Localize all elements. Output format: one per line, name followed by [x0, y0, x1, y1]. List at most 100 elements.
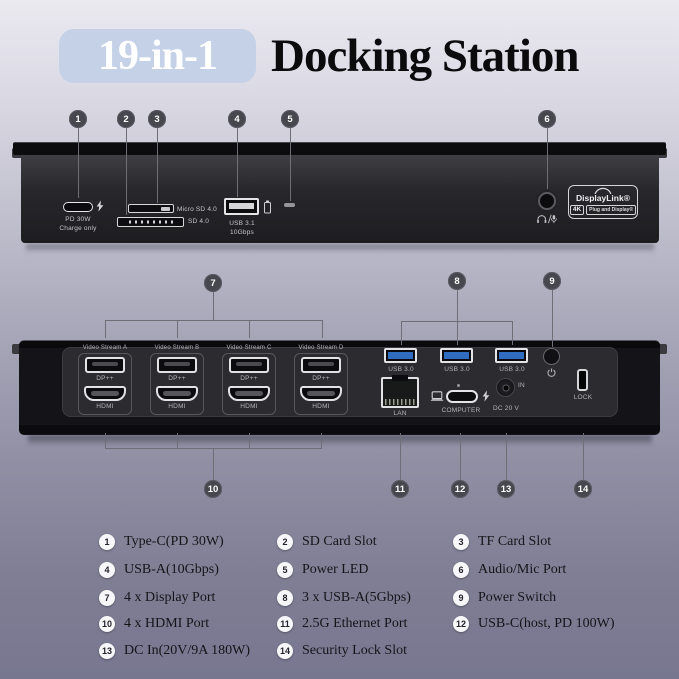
- displaylink-arc-icon: [594, 187, 612, 194]
- callout-line: [212, 448, 214, 480]
- usb3-port: [440, 348, 473, 363]
- front-device-top-edge: [13, 142, 666, 155]
- back-device-top-edge: [19, 341, 660, 348]
- legend-label: TF Card Slot: [478, 534, 552, 549]
- host-led: [457, 384, 460, 387]
- callout-line: [456, 290, 458, 345]
- callout-line: [321, 320, 323, 338]
- legend-label: Power Switch: [478, 590, 557, 605]
- battery-icon: [264, 200, 271, 214]
- callout-line: [400, 321, 402, 345]
- legend-num: 12: [453, 616, 469, 632]
- video-group-outline: [222, 353, 276, 415]
- sd-slot: [117, 217, 184, 227]
- legend-label: USB-A(10Gbps): [124, 562, 219, 577]
- usb-a-port: [224, 198, 259, 215]
- security-lock-slot: [577, 369, 588, 391]
- usb3-label: USB 3.0: [388, 366, 414, 373]
- callout-line: [511, 321, 513, 345]
- callout-line: [320, 433, 322, 448]
- legend-item: 4 USB-A(10Gbps): [99, 562, 219, 578]
- hdmi-port: [300, 386, 342, 401]
- callout-1: 1: [69, 110, 87, 128]
- dc-label: DC 20 V: [493, 405, 519, 412]
- front-shadow: [26, 244, 654, 253]
- callout-line: [551, 290, 553, 347]
- callout-line: [104, 320, 106, 338]
- legend-num: 6: [453, 562, 469, 578]
- rj45-pins: [385, 399, 415, 405]
- video-group-outline: [294, 353, 348, 415]
- video-stream-label: Video Stream C: [226, 345, 272, 351]
- legend-label: DC In(20V/9A 180W): [124, 643, 250, 658]
- legend-item: 5 Power LED: [277, 562, 369, 578]
- callout-line: [459, 433, 461, 480]
- legend-item: 9 Power Switch: [453, 590, 556, 606]
- hdmi-port: [228, 386, 270, 401]
- legend-label: SD Card Slot: [302, 534, 377, 549]
- dp-label: DP++: [96, 375, 114, 382]
- legend-num: 9: [453, 590, 469, 606]
- callout-4: 4: [228, 110, 246, 128]
- legend-item: 14 Security Lock Slot: [277, 643, 407, 659]
- legend-label: Type-C(PD 30W): [124, 534, 224, 549]
- legend-label: USB-C(host, PD 100W): [478, 616, 615, 631]
- usb-c-host-port: [446, 390, 478, 403]
- hdmi-label: HDMI: [240, 403, 258, 410]
- legend-num: 5: [277, 562, 293, 578]
- legend-item: 3 TF Card Slot: [453, 534, 551, 550]
- page-title: Docking Station: [271, 30, 580, 82]
- legend-num: 3: [453, 534, 469, 550]
- usb3-label: USB 3.0: [444, 366, 470, 373]
- computer-label: COMPUTER: [441, 407, 481, 414]
- video-stream-label: Video Stream B: [154, 345, 200, 351]
- callout-2: 2: [117, 110, 135, 128]
- callout-13: 13: [497, 480, 515, 498]
- device-foot: [656, 344, 667, 354]
- dc-jack: [496, 378, 515, 397]
- legend-label: Power LED: [302, 562, 369, 577]
- micro-sd-slot: [128, 204, 174, 213]
- callout-12: 12: [451, 480, 469, 498]
- callout-line: [546, 128, 548, 189]
- micro-sd-label: Micro SD 4.0: [177, 206, 217, 213]
- legend-label: 4 x Display Port: [124, 590, 216, 605]
- legend-item: 10 4 x HDMI Port: [99, 616, 209, 632]
- dp-label: DP++: [312, 375, 330, 382]
- callout-line: [400, 321, 513, 322]
- power-button: [543, 348, 560, 365]
- displayport-port: [85, 357, 125, 373]
- legend-num: 11: [277, 616, 293, 632]
- usb-a-label: USB 3.1: [229, 220, 255, 227]
- legend-item: 12 USB-C(host, PD 100W): [453, 616, 615, 632]
- callout-6: 6: [538, 110, 556, 128]
- displaylink-4k-badge: 4K: [569, 205, 585, 215]
- dp-label: DP++: [168, 375, 186, 382]
- usb-c-port-label: PD 30W: [65, 216, 91, 223]
- legend-label: 4 x HDMI Port: [124, 616, 210, 631]
- audio-jack: [538, 192, 556, 210]
- video-stream-label: Video Stream A: [82, 345, 128, 351]
- legend-item: 7 4 x Display Port: [99, 590, 215, 606]
- hdmi-port: [84, 386, 126, 401]
- legend-num: 14: [277, 643, 293, 659]
- usb3-port: [384, 348, 417, 363]
- callout-line: [77, 128, 79, 198]
- displaylink-badge: DisplayLink® 4K Plug and Display®: [568, 185, 638, 219]
- callout-3: 3: [148, 110, 166, 128]
- callout-line: [505, 433, 507, 480]
- legend-label: Audio/Mic Port: [478, 562, 567, 577]
- callout-line: [176, 320, 178, 338]
- legend-num: 13: [99, 643, 115, 659]
- legend-label: 3 x USB-A(5Gbps): [302, 590, 411, 605]
- back-device-bottom-edge: [19, 425, 660, 434]
- callout-8: 8: [448, 272, 466, 290]
- sd-label: SD 4.0: [188, 218, 210, 225]
- legend-item: 13 DC In(20V/9A 180W): [99, 643, 250, 659]
- usb3-label: USB 3.0: [499, 366, 525, 373]
- callout-14: 14: [574, 480, 592, 498]
- callout-line: [176, 433, 178, 448]
- legend-label: Security Lock Slot: [302, 643, 407, 658]
- callout-10: 10: [204, 480, 222, 498]
- hdmi-port: [156, 386, 198, 401]
